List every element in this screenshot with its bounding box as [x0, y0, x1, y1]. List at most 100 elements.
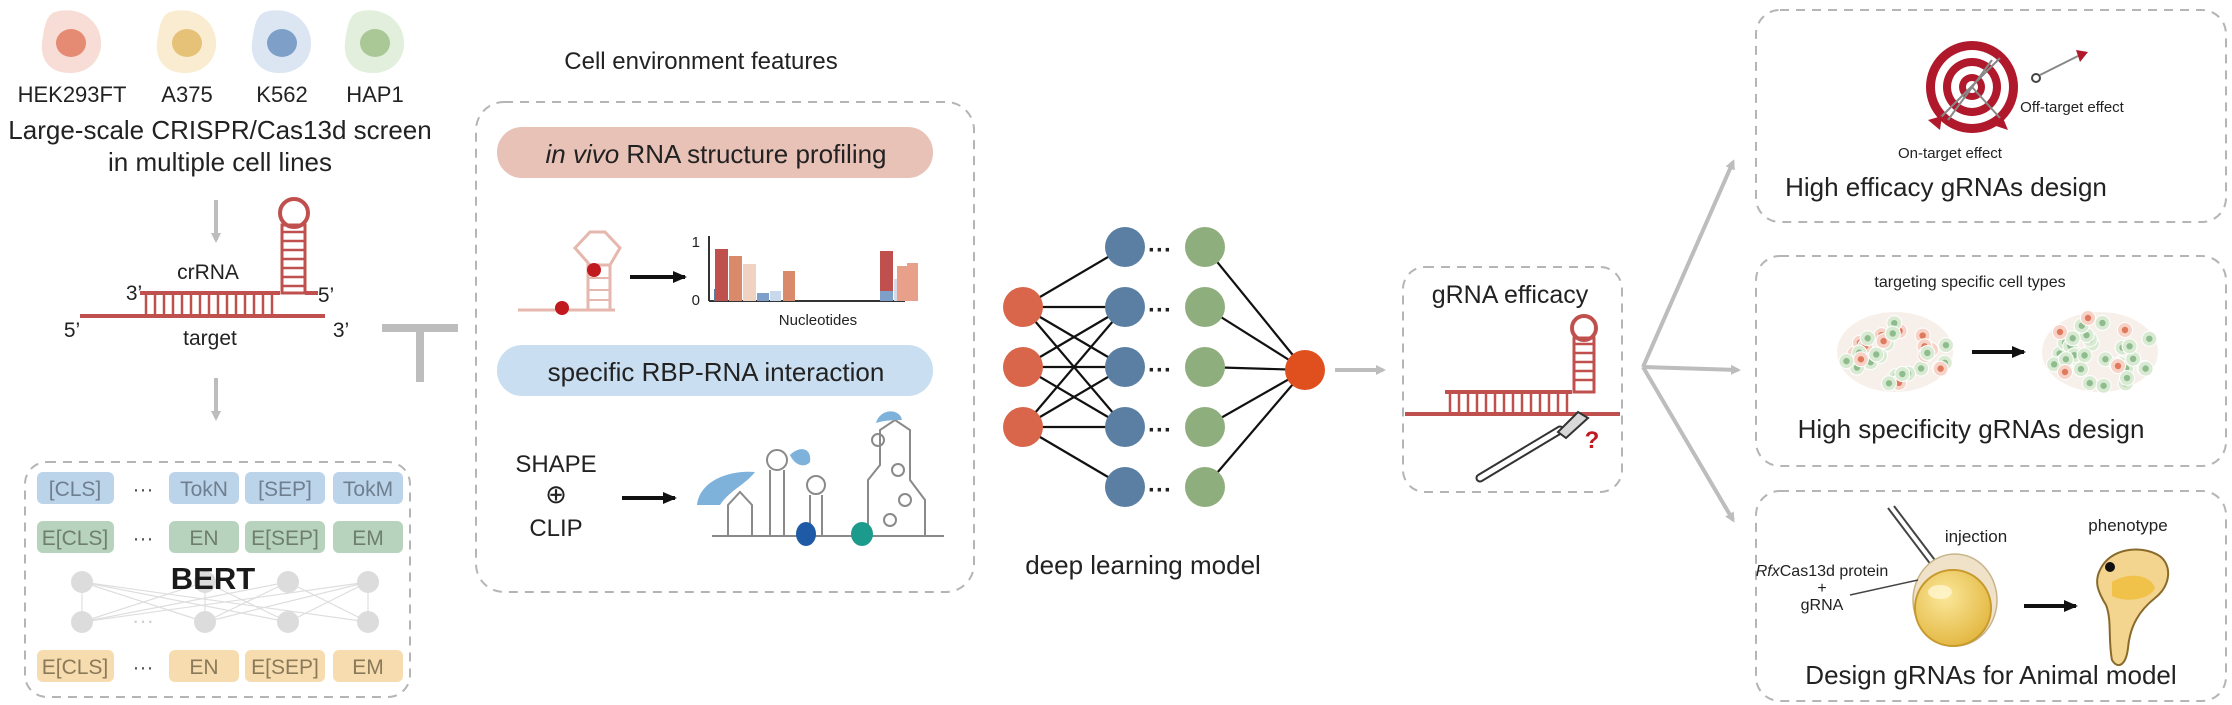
target-3-end: 3’	[333, 319, 349, 342]
bert-embedding-text: EN	[189, 527, 218, 550]
targeted-cell-cluster	[2042, 310, 2158, 394]
bert-embedding	[245, 521, 325, 553]
nn-ellipsis: ···	[1148, 237, 1172, 264]
plus-label: +	[1817, 580, 1826, 597]
on-target-label: On-target effect	[1898, 145, 2003, 162]
structure-profiling-label: in vivo RNA structure profiling	[545, 139, 886, 169]
hairpin-icon	[278, 197, 310, 295]
target-icon	[1926, 41, 2018, 133]
bert-output-ellipsis: ···	[133, 656, 154, 679]
nn-ellipsis: ···	[1148, 297, 1172, 324]
bert-hidden-dots: ···	[132, 608, 154, 633]
cell-icon	[251, 10, 312, 74]
reactivity-bar-chart: 1 0 Nucleotides	[692, 234, 918, 329]
bert-output-text: E[CLS]	[42, 656, 109, 679]
bert-token	[37, 472, 114, 504]
bert-token	[245, 472, 325, 504]
crrna-3-end: 3’	[126, 282, 142, 305]
crrna-5-end: 5’	[318, 284, 334, 307]
hidden-node	[1105, 227, 1145, 267]
dart-icon	[2031, 50, 2088, 83]
bert-output	[37, 650, 114, 682]
hidden-node	[1105, 407, 1145, 447]
egg-yolk-icon	[1914, 569, 1992, 647]
oplus-icon: ⊕	[545, 479, 567, 509]
nn-ellipsis: ···	[1148, 417, 1172, 444]
hidden-node	[1185, 407, 1225, 447]
bar	[715, 249, 728, 301]
cell-line-label: HAP1	[346, 82, 403, 107]
panel-efficacy-title: High efficacy gRNAs design	[1785, 172, 2107, 202]
base-pair-ticks	[144, 295, 274, 314]
bert-embedding-text: E[SEP]	[251, 527, 319, 550]
bar	[907, 263, 918, 301]
cell-line-label: A375	[161, 82, 212, 107]
grna-efficacy-panel	[1402, 266, 1623, 493]
output-arrows	[1641, 159, 1741, 523]
hidden-node	[1185, 287, 1225, 327]
panel-high-efficacy: Off-target effect On-target effect High …	[1755, 9, 2227, 223]
protein-label: RfxCas13d protein	[1756, 563, 1889, 580]
rbp-protein-icon	[697, 471, 755, 505]
hidden-node	[1105, 467, 1145, 507]
bar	[757, 293, 769, 301]
bert-output	[245, 650, 325, 682]
panel-high-specificity: targeting specific cell types High speci…	[1755, 255, 2227, 467]
bar-xlabel: Nucleotides	[779, 312, 857, 329]
hidden-node	[1185, 347, 1225, 387]
rbp-protein-icon	[876, 411, 902, 423]
input-node	[1003, 347, 1043, 387]
target-5-end: 5’	[64, 319, 80, 342]
output-node	[1285, 350, 1325, 390]
bar	[880, 251, 893, 301]
panel-specificity-title: High specificity gRNAs design	[1798, 414, 2145, 444]
nn-ellipsis: ···	[1148, 357, 1172, 384]
crrna-label: crRNA	[177, 261, 239, 284]
bert-embedding	[169, 521, 239, 553]
bert-embedding-text: EM	[352, 527, 384, 550]
hidden-node	[1185, 227, 1225, 267]
hidden-node	[1185, 467, 1225, 507]
bert-panel: ··· [CLS] ··· TokN [SEP] TokM E[CLS] ···…	[24, 461, 411, 698]
cell-icon	[41, 10, 102, 74]
bert-embedding-ellipsis: ···	[133, 527, 154, 550]
clip-label: CLIP	[529, 515, 582, 542]
target-label: target	[183, 327, 237, 350]
cell-env-panel: in vivo RNA structure profiling 1 0 Nucl…	[475, 101, 975, 593]
bar	[897, 266, 907, 301]
plus-icon	[382, 324, 458, 382]
grna-efficacy-label: gRNA efficacy	[1432, 281, 1589, 309]
neural-network: ··· ··· ··· ··· ···	[1003, 227, 1325, 507]
bert-token-text: TokN	[180, 478, 228, 501]
panel-animal-model: injection RfxCas13d protein + gRNA pheno…	[1755, 490, 2227, 702]
bar	[880, 291, 893, 301]
bert-token-text: [CLS]	[49, 478, 102, 501]
input-node	[1003, 407, 1043, 447]
grna-label: gRNA	[1801, 597, 1844, 614]
bert-embedding	[37, 521, 114, 553]
nn-ellipsis: ···	[1148, 477, 1172, 504]
input-node	[1003, 287, 1043, 327]
hidden-node	[1105, 287, 1145, 327]
bert-output-text: E[SEP]	[251, 656, 319, 679]
cell-line-label: K562	[256, 82, 307, 107]
bert-token	[333, 472, 403, 504]
cell-icon	[344, 10, 405, 74]
deep-learning-label: deep learning model	[1025, 550, 1261, 580]
rbp-protein-icon	[790, 449, 811, 466]
screen-title-line1: Large-scale CRISPR/Cas13d screen	[8, 115, 431, 145]
rbp-interaction-label: specific RBP-RNA interaction	[548, 357, 885, 387]
bert-token-text: [SEP]	[258, 478, 312, 501]
rbp-protein-icon	[851, 522, 873, 546]
bert-token-text: TokM	[343, 478, 393, 501]
bert-token-ellipsis: ···	[133, 478, 154, 501]
injection-label: injection	[1945, 527, 2007, 546]
off-target-label: Off-target effect	[2020, 99, 2124, 116]
cell-icon	[156, 10, 217, 74]
bert-output	[333, 650, 403, 682]
bert-output-text: EM	[352, 656, 384, 679]
panel-animal-title: Design gRNAs for Animal model	[1805, 660, 2176, 690]
bar	[783, 271, 795, 301]
bert-output	[169, 650, 239, 682]
